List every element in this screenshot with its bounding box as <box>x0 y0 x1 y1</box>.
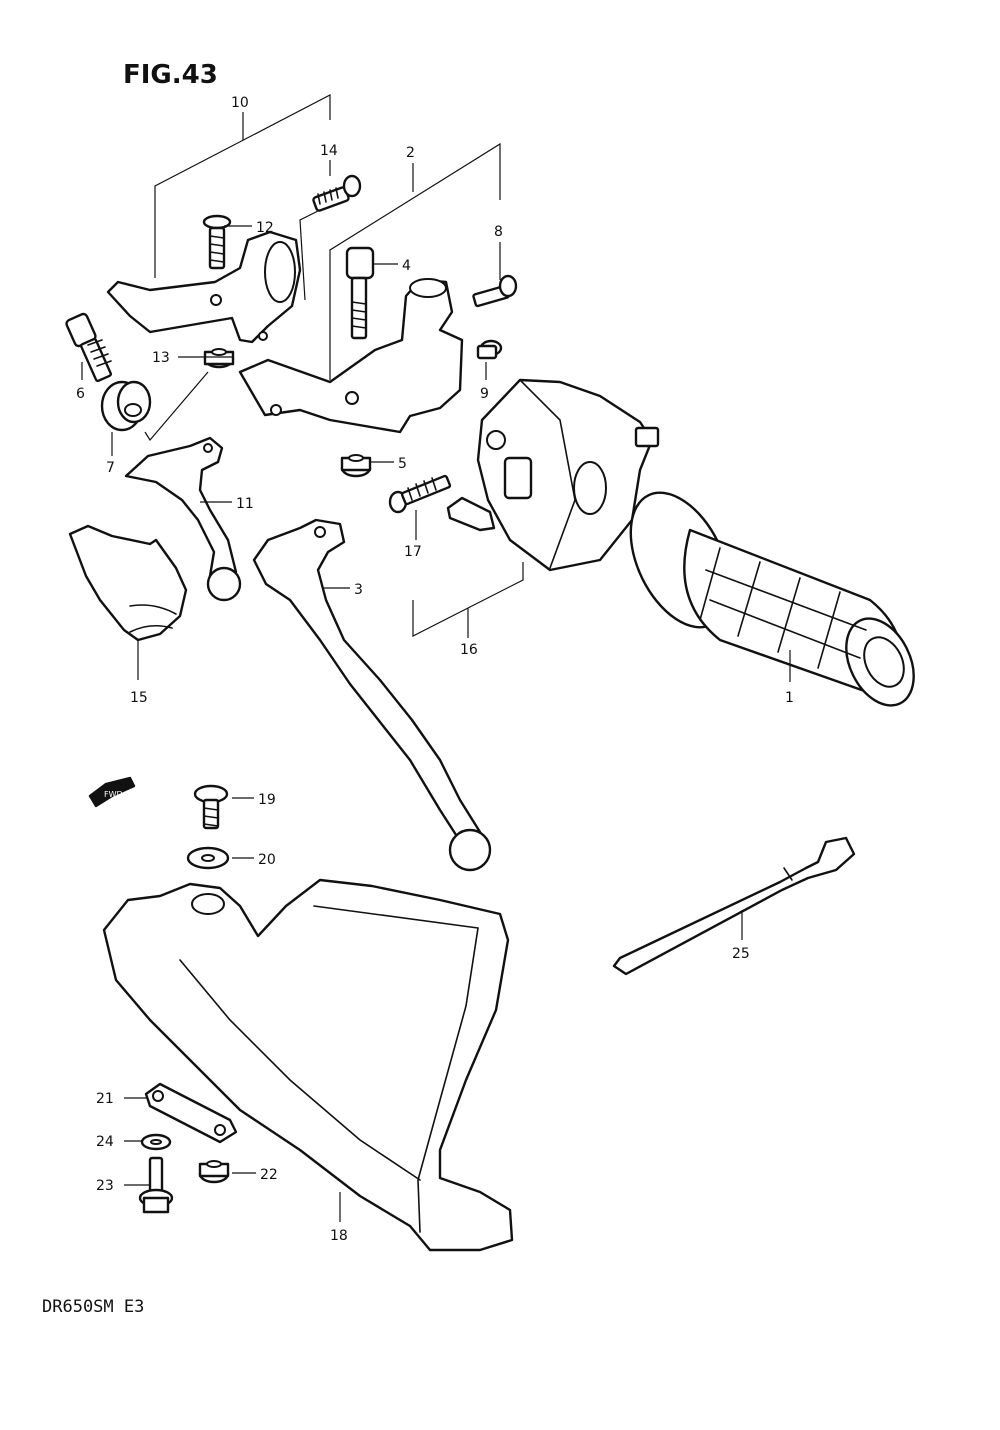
callout-14: 14 <box>320 143 338 159</box>
handlebar-grip-1 <box>629 491 915 707</box>
callout-6: 6 <box>76 386 85 402</box>
group-bracket-10 <box>144 94 331 442</box>
nut-22 <box>198 1160 230 1184</box>
clutch-bracket-10 <box>106 230 302 344</box>
screw-8 <box>472 274 518 308</box>
svg-text:FWD: FWD <box>104 790 123 799</box>
lever-cover-15 <box>68 524 188 642</box>
callout-5: 5 <box>398 456 407 472</box>
callout-13: 13 <box>152 350 170 366</box>
locknut-7 <box>100 380 152 432</box>
callout-1: 1 <box>785 690 794 706</box>
nut-13 <box>203 348 235 369</box>
callout-10: 10 <box>231 95 249 111</box>
clutch-lever-11 <box>124 436 242 602</box>
callout-18: 18 <box>330 1228 348 1244</box>
callouts: 10 14 2 12 8 4 13 6 9 7 5 11 17 3 16 15 … <box>76 95 794 1244</box>
callout-4: 4 <box>402 258 411 274</box>
model-code: DR650SM E3 <box>42 1297 144 1317</box>
handguard-18 <box>102 878 514 1252</box>
callout-3: 3 <box>354 582 363 598</box>
washer-20 <box>186 846 230 870</box>
bolt-4 <box>345 246 375 340</box>
callout-15: 15 <box>130 690 148 706</box>
callout-19: 19 <box>258 792 276 808</box>
screw-17 <box>388 474 452 514</box>
callout-17: 17 <box>404 544 422 560</box>
callout-8: 8 <box>494 224 503 240</box>
leader-lines <box>81 160 791 1222</box>
callout-25: 25 <box>732 946 750 962</box>
handlebar-switch-16 <box>446 378 660 572</box>
screw-14 <box>312 174 362 212</box>
bolt-23 <box>138 1156 174 1214</box>
callout-22: 22 <box>260 1167 278 1183</box>
figure-title: FIG.43 <box>123 60 218 90</box>
washer-24 <box>140 1133 172 1151</box>
brake-lever-3 <box>252 518 492 872</box>
brake-bracket-2 <box>238 278 464 434</box>
callout-20: 20 <box>258 852 276 868</box>
callout-11: 11 <box>236 496 254 512</box>
callout-9: 9 <box>480 386 489 402</box>
nut-5 <box>340 454 372 478</box>
plate-21 <box>144 1082 238 1144</box>
callout-2: 2 <box>406 145 415 161</box>
screw-12 <box>202 214 232 270</box>
adjuster-6 <box>65 312 113 383</box>
callout-16: 16 <box>460 642 478 658</box>
screw-19 <box>193 784 229 830</box>
cable-tie-25 <box>612 836 856 976</box>
screw-9 <box>476 339 503 360</box>
callout-21: 21 <box>96 1091 114 1107</box>
callout-24: 24 <box>96 1134 114 1150</box>
callout-7: 7 <box>106 460 115 476</box>
callout-23: 23 <box>96 1178 114 1194</box>
callout-12: 12 <box>256 220 274 236</box>
group-bracket-2 <box>329 142 501 380</box>
fwd-arrow-icon: FWD <box>88 776 136 808</box>
group-bracket-16 <box>412 562 524 638</box>
